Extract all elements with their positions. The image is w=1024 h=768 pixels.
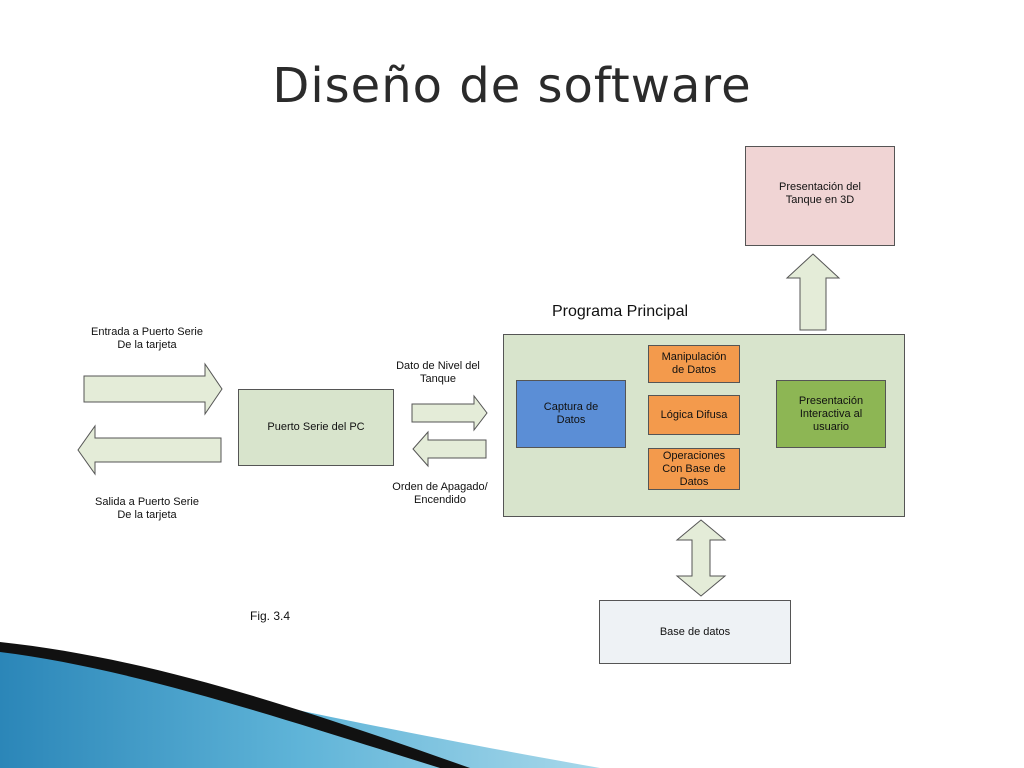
order-label: Orden de Apagado/ Encendido [392,481,488,506]
main-program-title: Programa Principal [551,303,689,320]
input-arrow [83,362,223,416]
up-arrow [785,253,841,331]
tank-3d-box: Presentación del Tanque en 3D [745,146,895,246]
database-box: Base de datos [599,600,791,664]
output-arrow [77,424,222,476]
decorative-swoosh [0,642,600,768]
level-label: Dato de Nivel del Tanque [396,360,480,385]
slide-title: Diseño de software [272,58,752,114]
capture-box: Captura de Datos [516,380,626,448]
input-label: Entrada a Puerto Serie De la tarjeta [91,326,203,351]
output-label: Salida a Puerto Serie De la tarjeta [95,496,199,521]
double-arrow [675,519,727,597]
db-operations-box: Operaciones Con Base de Datos [648,448,740,490]
interactive-presentation-box: Presentación Interactiva al usuario [776,380,886,448]
figure-caption: Fig. 3.4 [250,609,291,623]
order-arrow [412,430,487,468]
level-arrow [411,394,488,432]
manipulation-box: Manipulación de Datos [648,345,740,383]
pc-serial-box: Puerto Serie del PC [238,389,394,466]
fuzzy-logic-box: Lógica Difusa [648,395,740,435]
